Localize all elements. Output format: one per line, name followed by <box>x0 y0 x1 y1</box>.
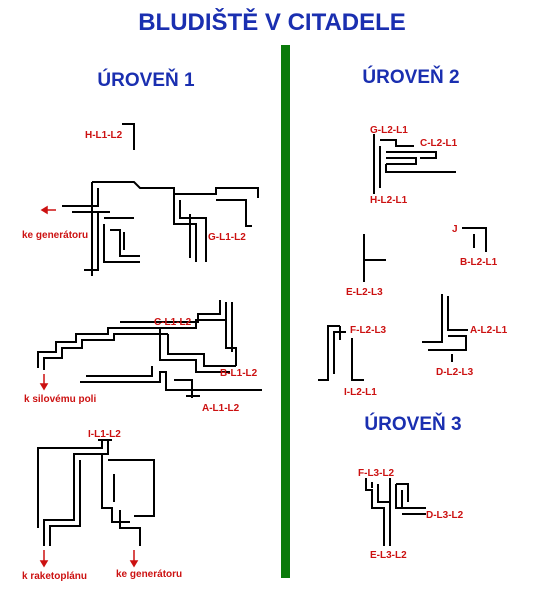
label-d-l2-l3: D-L2-L3 <box>436 367 474 378</box>
label-e-l3-l2: E-L3-L2 <box>370 550 407 561</box>
level-1-heading: ÚROVEŇ 1 <box>97 69 195 91</box>
maze-l1-lower <box>37 439 155 546</box>
label-f-l2-l3: F-L2-L3 <box>350 325 387 336</box>
label-c-l2-l1: C-L2-L1 <box>420 138 458 149</box>
label-d-l3-l2: D-L3-L2 <box>426 510 464 521</box>
label-k-raketoplanu: k raketoplánu <box>22 571 87 582</box>
label-ke-generatoru-1: ke generátoru <box>22 230 88 241</box>
label-ke-generatoru-2: ke generátoru <box>116 569 182 580</box>
label-i-l1-l2: I-L1-L2 <box>88 429 121 440</box>
label-h-l1-l2: H-L1-L2 <box>85 130 123 141</box>
arrow-ke-generatoru-1 <box>40 205 56 215</box>
maze-l1-h <box>122 123 135 150</box>
maze-l2-j <box>462 227 487 252</box>
label-j: J <box>452 224 458 235</box>
maze-l2-e <box>363 234 386 282</box>
label-f-l3-l2: F-L3-L2 <box>358 468 395 479</box>
arrow-k-silovemu-poli <box>39 374 49 391</box>
label-b-l1-l2: B-L1-L2 <box>220 368 258 379</box>
maze-l2-top <box>373 134 456 194</box>
label-e-l2-l3: E-L2-L3 <box>346 287 383 298</box>
label-g-l1-l2: G-L1-L2 <box>208 232 246 243</box>
label-g-l2-l1: G-L2-L1 <box>370 125 408 136</box>
arrow-k-raketoplanu <box>39 550 49 568</box>
maze-l2-f <box>318 325 364 381</box>
label-c-l1-l2: C-L1-L2 <box>154 317 192 328</box>
level-3-heading: ÚROVEŇ 3 <box>364 413 461 435</box>
label-a-l1-l2: A-L1-L2 <box>202 403 240 414</box>
maze-l2-a <box>422 294 468 362</box>
maze-l1-middle <box>37 300 262 398</box>
page-title: BLUDIŠTĚ V CITADELE <box>138 8 406 36</box>
maze-l1-upper <box>62 181 259 276</box>
level-divider <box>281 45 290 578</box>
label-i-l2-l1: I-L2-L1 <box>344 387 377 398</box>
label-k-silovemu-poli: k silovému poli <box>24 394 96 405</box>
level-2-heading: ÚROVEŇ 2 <box>362 66 459 88</box>
maze-l3 <box>365 478 426 546</box>
arrow-ke-generatoru-2 <box>129 550 139 568</box>
label-a-l2-l1: A-L2-L1 <box>470 325 508 336</box>
label-b-l2-l1: B-L2-L1 <box>460 257 498 268</box>
label-h-l2-l1: H-L2-L1 <box>370 195 408 206</box>
